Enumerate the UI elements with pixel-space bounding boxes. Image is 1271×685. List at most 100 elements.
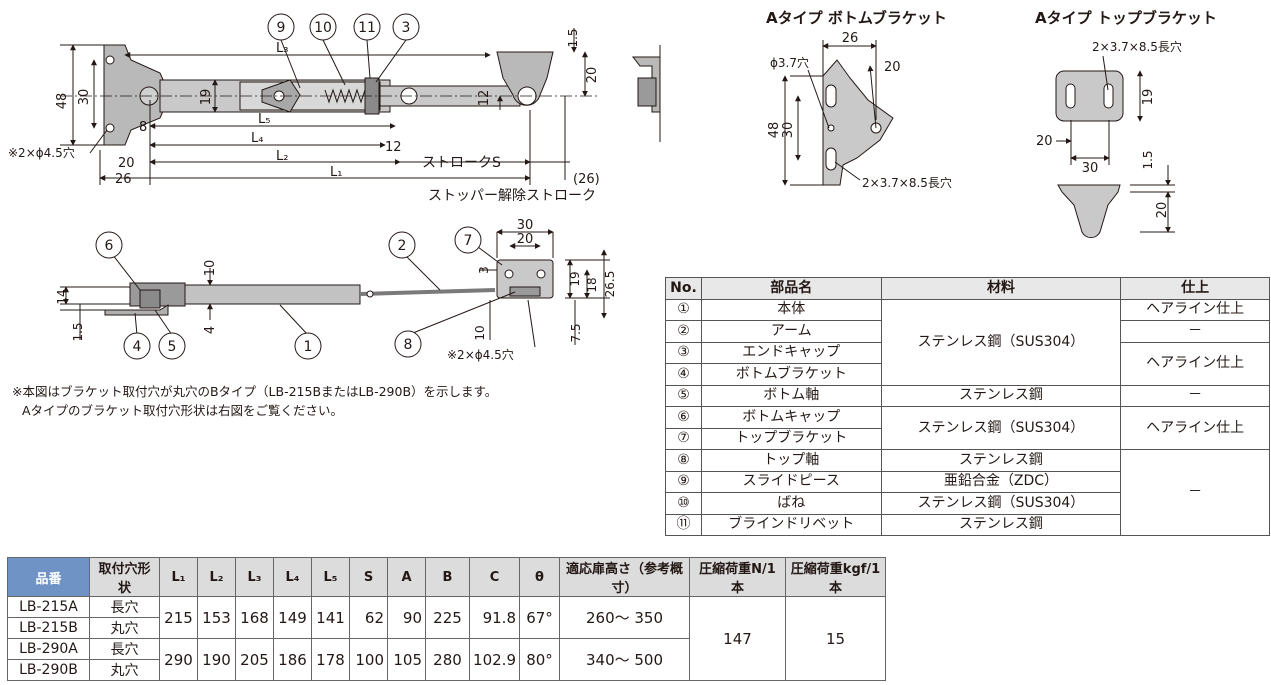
bb-phi: ϕ3.7穴 <box>770 55 809 70</box>
spec-hole: 長穴 <box>89 596 160 618</box>
dim-30: 30 <box>77 89 92 106</box>
spec-header-b: B <box>425 557 470 597</box>
part-no: ⑦ <box>665 427 702 450</box>
part-no: ③ <box>665 341 702 364</box>
bb-dim-48: 48 <box>767 122 782 139</box>
part-name: ボトム軸 <box>700 384 882 407</box>
dim-1-5-side: 1.5 <box>71 322 85 341</box>
spec-header-door-height: 適応扉高さ（参考概寸） <box>559 557 690 597</box>
table-row: LB-290B 丸穴 <box>7 659 886 681</box>
dim-18: 18 <box>585 277 599 292</box>
spec-l5: 178 <box>311 638 350 681</box>
part-material: ステンレス鋼（SUS304） <box>880 406 1122 450</box>
a-bottom-bracket-drawing <box>782 40 894 186</box>
spec-door-height: 340～ 500 <box>559 638 690 681</box>
part-material: ステンレス鋼（SUS304） <box>880 298 1122 386</box>
spec-code: LB-215A <box>7 596 90 618</box>
bb-dim-26: 26 <box>842 31 859 46</box>
part-material: ステンレス鋼 <box>880 449 1122 472</box>
part-name: トップ軸 <box>700 449 882 472</box>
tb-dim-20: 20 <box>1036 134 1053 149</box>
part-name: スライドピース <box>700 470 882 493</box>
dim-4: 4 <box>203 326 218 334</box>
part-no: ⑨ <box>665 470 702 493</box>
part-material: ステンレス鋼 <box>880 384 1122 407</box>
holes-note-side: ※2×ϕ4.5穴 <box>447 347 514 362</box>
table-row: LB-215A 長穴 215 153 168 149 141 62 90 225… <box>7 596 886 681</box>
spec-l2: 190 <box>197 638 236 681</box>
table-row: ⑧ トップ軸 ステンレス鋼 － <box>665 449 1270 536</box>
spec-header-l4: L₄ <box>273 557 312 597</box>
part-name: ブラインドリベット <box>700 513 882 536</box>
dim-1-5: 1.5 <box>566 28 580 47</box>
drawing-labels: 9 10 11 3 L₃ L₅ L₄ L₂ L₁ 48 30 19 12 1.5… <box>8 9 1217 362</box>
dim-19: 19 <box>199 89 214 106</box>
dim-30-side: 30 <box>517 218 534 233</box>
part-name: ボトムブラケット <box>700 363 882 386</box>
tb-dim-20b: 20 <box>1155 202 1170 219</box>
spec-table: 品番 取付穴形状 L₁ L₂ L₃ L₄ L₅ S A B C θ 適応扉高さ（… <box>7 557 886 681</box>
part-name: アーム <box>700 320 882 343</box>
spec-header-theta: θ <box>519 557 560 597</box>
table-row: ⑥ ボトムキャップ ステンレス鋼（SUS304） ヘアライン仕上 <box>665 406 1270 450</box>
spec-l4: 186 <box>273 638 312 681</box>
dim-26-5: 26.5 <box>603 271 617 298</box>
dim-10-side: 10 <box>203 260 218 277</box>
bb-dim-30: 30 <box>781 122 796 139</box>
spec-header-s: S <box>349 557 388 597</box>
bottom-bracket-title: Aタイプ ボトムブラケット <box>766 9 947 27</box>
dim-26-paren: (26) <box>573 172 600 187</box>
spec-l5: 141 <box>311 596 350 639</box>
tb-dim-30: 30 <box>1082 161 1099 176</box>
spec-header-l2: L₂ <box>197 557 236 597</box>
callout-4: 4 <box>133 339 142 355</box>
callout-3: 3 <box>402 20 411 36</box>
spec-l4: 149 <box>273 596 312 639</box>
tb-dim-19: 19 <box>1141 89 1156 106</box>
spec-header-a: A <box>387 557 426 597</box>
side-view <box>60 229 610 348</box>
dim-l2: L₂ <box>276 149 288 164</box>
spec-theta: 80° <box>519 638 560 681</box>
spec-code: LB-290A <box>7 638 90 660</box>
spec-c: 91.8 <box>469 596 520 639</box>
part-no: ④ <box>665 363 702 386</box>
spec-theta: 67° <box>519 596 560 639</box>
spec-door-height: 260～ 350 <box>559 596 690 639</box>
a-top-bracket-drawing <box>1055 55 1175 239</box>
table-row: ③ エンドキャップ ヘアライン仕上 <box>665 341 1270 386</box>
spec-b: 225 <box>425 596 470 639</box>
holes-note-top: ※2×ϕ4.5穴 <box>8 145 75 160</box>
part-no: ⑤ <box>665 384 702 407</box>
dim-19-side: 19 <box>568 271 582 286</box>
stroke-s: ストロークS <box>422 155 501 171</box>
spec-hole: 丸穴 <box>89 659 160 681</box>
bb-dim-20: 20 <box>884 60 901 75</box>
dim-7-5: 7.5 <box>569 323 583 342</box>
callout-5: 5 <box>168 339 177 355</box>
parts-header-no: No. <box>665 277 702 300</box>
part-finish: ヘアライン仕上 <box>1120 406 1270 450</box>
table-row: ⑩ ばね ステンレス鋼（SUS304） <box>665 492 1270 515</box>
part-no: ⑥ <box>665 406 702 429</box>
dim-l4: L₄ <box>251 131 263 146</box>
part-name: ばね <box>700 492 882 515</box>
callout-2: 2 <box>398 238 407 254</box>
top-callouts <box>267 13 420 41</box>
callout-6: 6 <box>105 238 114 254</box>
callout-9: 9 <box>277 20 286 36</box>
spec-header-l1: L₁ <box>159 557 198 597</box>
spec-s: 62 <box>349 596 388 639</box>
part-name: エンドキャップ <box>700 341 882 364</box>
top-view <box>60 28 661 185</box>
parts-header-material: 材料 <box>880 277 1122 300</box>
spec-load-n: 147 <box>689 596 786 681</box>
spec-b: 280 <box>425 638 470 681</box>
spec-header-code: 品番 <box>7 557 90 597</box>
part-finish: － <box>1120 384 1270 407</box>
spec-header-hole: 取付穴形状 <box>89 557 160 597</box>
spec-hole: 長穴 <box>89 638 160 660</box>
part-finish: ヘアライン仕上 <box>1120 298 1270 321</box>
side-callouts <box>95 226 482 360</box>
